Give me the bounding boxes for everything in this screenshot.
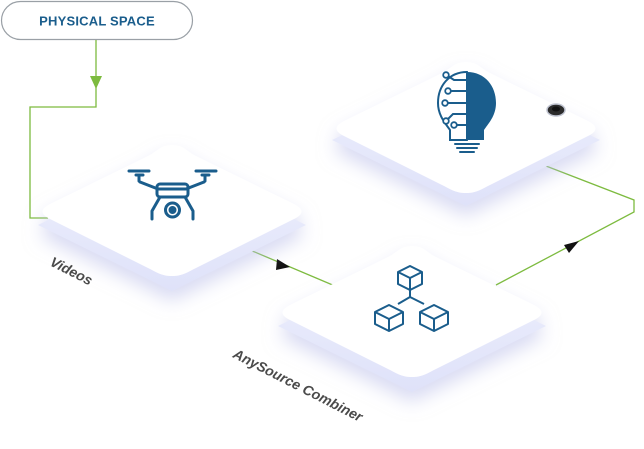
physical-space-node: PHYSICAL SPACE: [0, 0, 194, 41]
combiner-tile: [278, 246, 546, 392]
arrow-right-icon: [276, 259, 290, 270]
drone-icon: [127, 169, 218, 221]
arrow-up-right-icon: [564, 241, 579, 253]
cubes-icon: [374, 265, 449, 332]
physical-space-label: PHYSICAL SPACE: [39, 14, 155, 29]
connector-videos-to-combiner: [249, 249, 336, 287]
ai-lightbulb-icon: [436, 71, 496, 153]
videos-label: Videos: [48, 253, 96, 288]
physical-space-pill: [0, 0, 194, 41]
arrow-down-icon: [90, 76, 102, 89]
connector-combiner-to-insight: [495, 165, 635, 286]
